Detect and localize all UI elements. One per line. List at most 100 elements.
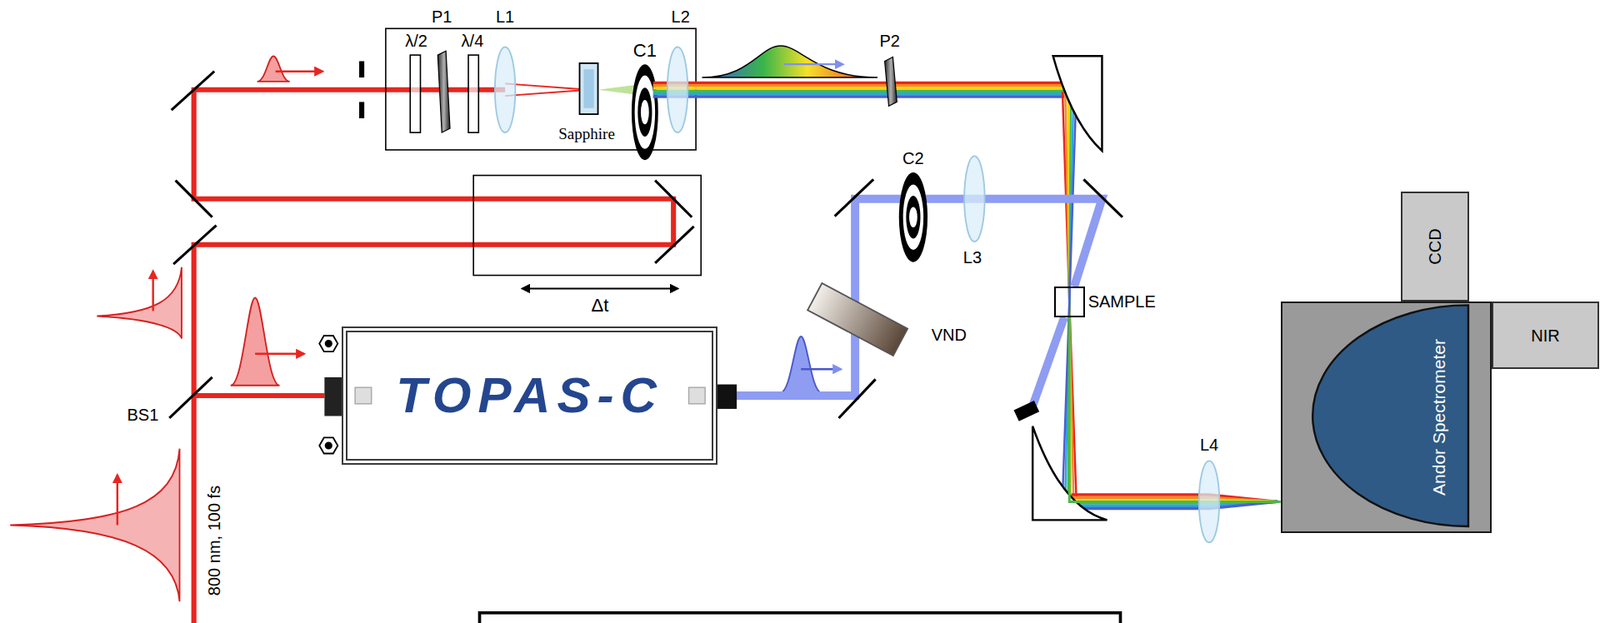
iris-diaphragm bbox=[637, 87, 652, 137]
iris-diaphragm bbox=[909, 207, 918, 228]
dimension-label: Δt bbox=[591, 296, 610, 315]
iris-diaphragm bbox=[631, 64, 659, 160]
probe-spectrum bbox=[701, 45, 878, 78]
component-label: λ/2 bbox=[405, 32, 428, 50]
component-label: C1 bbox=[633, 41, 657, 60]
component-label: BS1 bbox=[127, 406, 160, 424]
node-text: SAMPLE bbox=[1088, 293, 1156, 310]
pump-beam bbox=[1032, 317, 1065, 407]
component-label: λ/4 bbox=[461, 32, 485, 50]
component-label: L2 bbox=[671, 8, 690, 25]
propagation-arrow bbox=[255, 353, 305, 355]
sample-cell: SAMPLE bbox=[1054, 286, 1085, 318]
mirror bbox=[655, 180, 692, 218]
housing-bolt bbox=[325, 442, 332, 449]
probe-beam bbox=[653, 81, 1065, 85]
fundamental-beam bbox=[194, 90, 675, 623]
mirror bbox=[171, 71, 215, 111]
propagation-arrow bbox=[151, 271, 154, 312]
component-label: VND bbox=[931, 326, 967, 344]
iris-diaphragm bbox=[631, 64, 659, 160]
component-label: L3 bbox=[963, 249, 982, 266]
mirror bbox=[171, 71, 695, 265]
port-window bbox=[355, 387, 372, 405]
probe-beam bbox=[653, 92, 1065, 95]
component-label: L1 bbox=[495, 8, 515, 25]
grating-chamber bbox=[1282, 303, 1490, 532]
node-text: CCD bbox=[1426, 229, 1444, 265]
pulse-spec-label: 800 nm, 100 fs bbox=[205, 485, 223, 596]
iris-aperture bbox=[359, 60, 365, 78]
node-text: Andor Spectrometer bbox=[1429, 339, 1447, 496]
housing-bolt bbox=[319, 437, 338, 454]
beam-block bbox=[1014, 400, 1040, 422]
propagation-arrow bbox=[800, 368, 841, 370]
mirror bbox=[839, 379, 876, 419]
beam-splitter bbox=[169, 377, 212, 419]
polarizer bbox=[437, 50, 450, 133]
fundamental-beam bbox=[505, 83, 589, 96]
waveplate bbox=[410, 55, 420, 133]
pulse-envelope bbox=[230, 297, 280, 385]
sapphire-crystal bbox=[583, 69, 594, 109]
output-port bbox=[717, 385, 737, 410]
input-port bbox=[324, 377, 342, 417]
iris-diaphragm bbox=[899, 172, 928, 263]
component-label: Sapphire bbox=[558, 125, 615, 142]
lens bbox=[964, 155, 985, 242]
iris-diaphragm bbox=[903, 185, 924, 250]
beam-splitter bbox=[169, 377, 212, 419]
housing-bolt bbox=[325, 340, 332, 347]
iris-diaphragm bbox=[899, 172, 928, 263]
variable-nd-filter bbox=[807, 283, 908, 356]
grating-chamber bbox=[1312, 305, 1469, 528]
mirror bbox=[173, 225, 216, 265]
polarizer bbox=[885, 57, 898, 107]
mirror bbox=[175, 180, 213, 218]
probe-beam bbox=[653, 95, 1065, 98]
parabolic-mirror bbox=[1053, 55, 1103, 151]
sapphire-crystal bbox=[580, 63, 599, 115]
node-text: NIR bbox=[1530, 327, 1560, 345]
propagation-arrow bbox=[117, 71, 323, 526]
iris-diaphragm bbox=[640, 100, 650, 125]
iris-aperture bbox=[359, 101, 365, 119]
probe-beam bbox=[653, 86, 1065, 90]
spectrometer-housing: Andor Spectrometer bbox=[1280, 301, 1492, 534]
laser-box: TOPAS-C bbox=[341, 326, 718, 466]
fundamental-beam bbox=[194, 393, 325, 399]
lower-frame bbox=[480, 613, 1121, 623]
pulse-envelope bbox=[10, 55, 290, 602]
component-label: L4 bbox=[1200, 436, 1219, 454]
mirror bbox=[1083, 179, 1123, 217]
iris-diaphragm bbox=[905, 195, 920, 239]
propagation-arrow bbox=[275, 70, 323, 72]
lens bbox=[495, 46, 515, 133]
probe-beam bbox=[653, 90, 1065, 93]
waveplate bbox=[468, 55, 479, 133]
delay-arrow bbox=[522, 287, 678, 290]
iris-aperture bbox=[359, 60, 365, 119]
pump-pulse bbox=[780, 336, 822, 393]
wlg-housing bbox=[385, 28, 696, 150]
fundamental-beam bbox=[194, 83, 675, 623]
delay-stage bbox=[473, 175, 701, 276]
probe-beam bbox=[653, 84, 1065, 87]
ccd-camera: CCD bbox=[1400, 191, 1470, 302]
probe-beam bbox=[1069, 317, 1280, 503]
iris-diaphragm bbox=[635, 75, 655, 150]
propagation-arrow bbox=[783, 63, 843, 65]
component-label: C2 bbox=[902, 150, 925, 167]
node-text: TOPAS-C bbox=[395, 370, 663, 421]
lens bbox=[1199, 460, 1220, 543]
nir-detector: NIR bbox=[1491, 301, 1600, 370]
mirror bbox=[835, 179, 875, 216]
sapphire-crystal bbox=[580, 63, 599, 115]
lens bbox=[667, 46, 688, 133]
pulse-envelope bbox=[96, 267, 182, 340]
pulse-envelope bbox=[10, 449, 180, 603]
port-window bbox=[689, 387, 706, 405]
mirror bbox=[655, 226, 695, 264]
propagation-arrow bbox=[116, 475, 119, 525]
